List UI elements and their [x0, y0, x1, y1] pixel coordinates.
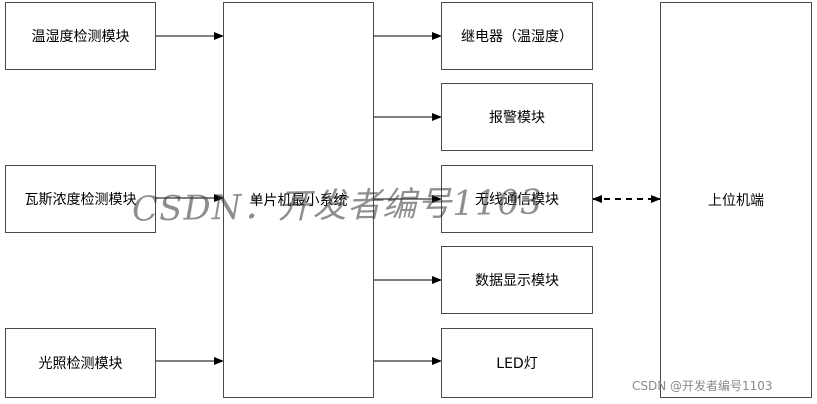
led-label: LED灯 — [496, 356, 538, 372]
relay-box: 继电器（温湿度） — [441, 2, 593, 70]
wireless-label: 无线通信模块 — [475, 192, 559, 208]
humidity-sensor-label: 温湿度检测模块 — [31, 29, 130, 45]
host-computer-label: 上位机端 — [708, 193, 764, 209]
alarm-label: 报警模块 — [489, 110, 545, 126]
alarm-box: 报警模块 — [441, 83, 593, 151]
host-computer-box: 上位机端 — [660, 2, 812, 398]
relay-label: 继电器（温湿度） — [461, 29, 573, 45]
light-sensor-box: 光照检测模块 — [5, 328, 156, 398]
csdn-credit-watermark: CSDN @开发者编号1103 — [632, 379, 773, 393]
mcu-system-box: 单片机最小系统 — [223, 2, 374, 398]
display-label: 数据显示模块 — [475, 273, 559, 289]
humidity-sensor-box: 温湿度检测模块 — [5, 2, 156, 70]
gas-sensor-box: 瓦斯浓度检测模块 — [5, 165, 156, 233]
display-box: 数据显示模块 — [441, 246, 593, 314]
led-box: LED灯 — [441, 328, 593, 398]
light-sensor-label: 光照检测模块 — [38, 356, 123, 372]
handwritten-watermark: CSDN：开发者编号1103 — [131, 182, 544, 230]
wireless-box: 无线通信模块 — [441, 165, 593, 233]
gas-sensor-label: 瓦斯浓度检测模块 — [24, 192, 137, 208]
mcu-system-label: 单片机最小系统 — [249, 193, 348, 209]
